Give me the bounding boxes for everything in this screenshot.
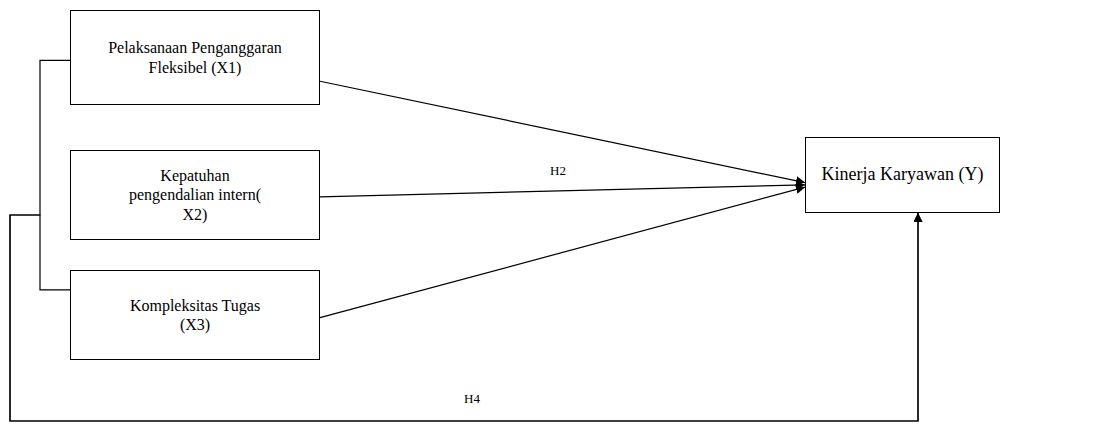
hypothesis-arrow: [320, 187, 805, 318]
hypothesis-arrow: [10, 213, 918, 421]
variable-label: Kompleksitas Tugas (X3): [120, 296, 270, 334]
variable-label: Pelaksanaan Penganggaran Fleksibel (X1): [108, 38, 283, 76]
hypothesis-label: H2: [548, 163, 568, 179]
variable-label: Kepatuhan pengendalian intern( X2): [125, 166, 265, 224]
dependent-variable-box: Kinerja Karyawan (Y): [805, 137, 1000, 213]
variable-label: Kinerja Karyawan (Y): [822, 164, 984, 186]
variable-box: Kompleksitas Tugas (X3): [70, 270, 320, 360]
variable-box: Pelaksanaan Penganggaran Fleksibel (X1): [70, 10, 320, 105]
variable-box: Kepatuhan pengendalian intern( X2): [70, 150, 320, 240]
hypothesis-arrow: [10, 60, 918, 421]
hypothesis-label: H4: [462, 391, 482, 407]
hypothesis-arrow: [320, 81, 805, 182]
hypothesis-arrow: [320, 185, 805, 197]
